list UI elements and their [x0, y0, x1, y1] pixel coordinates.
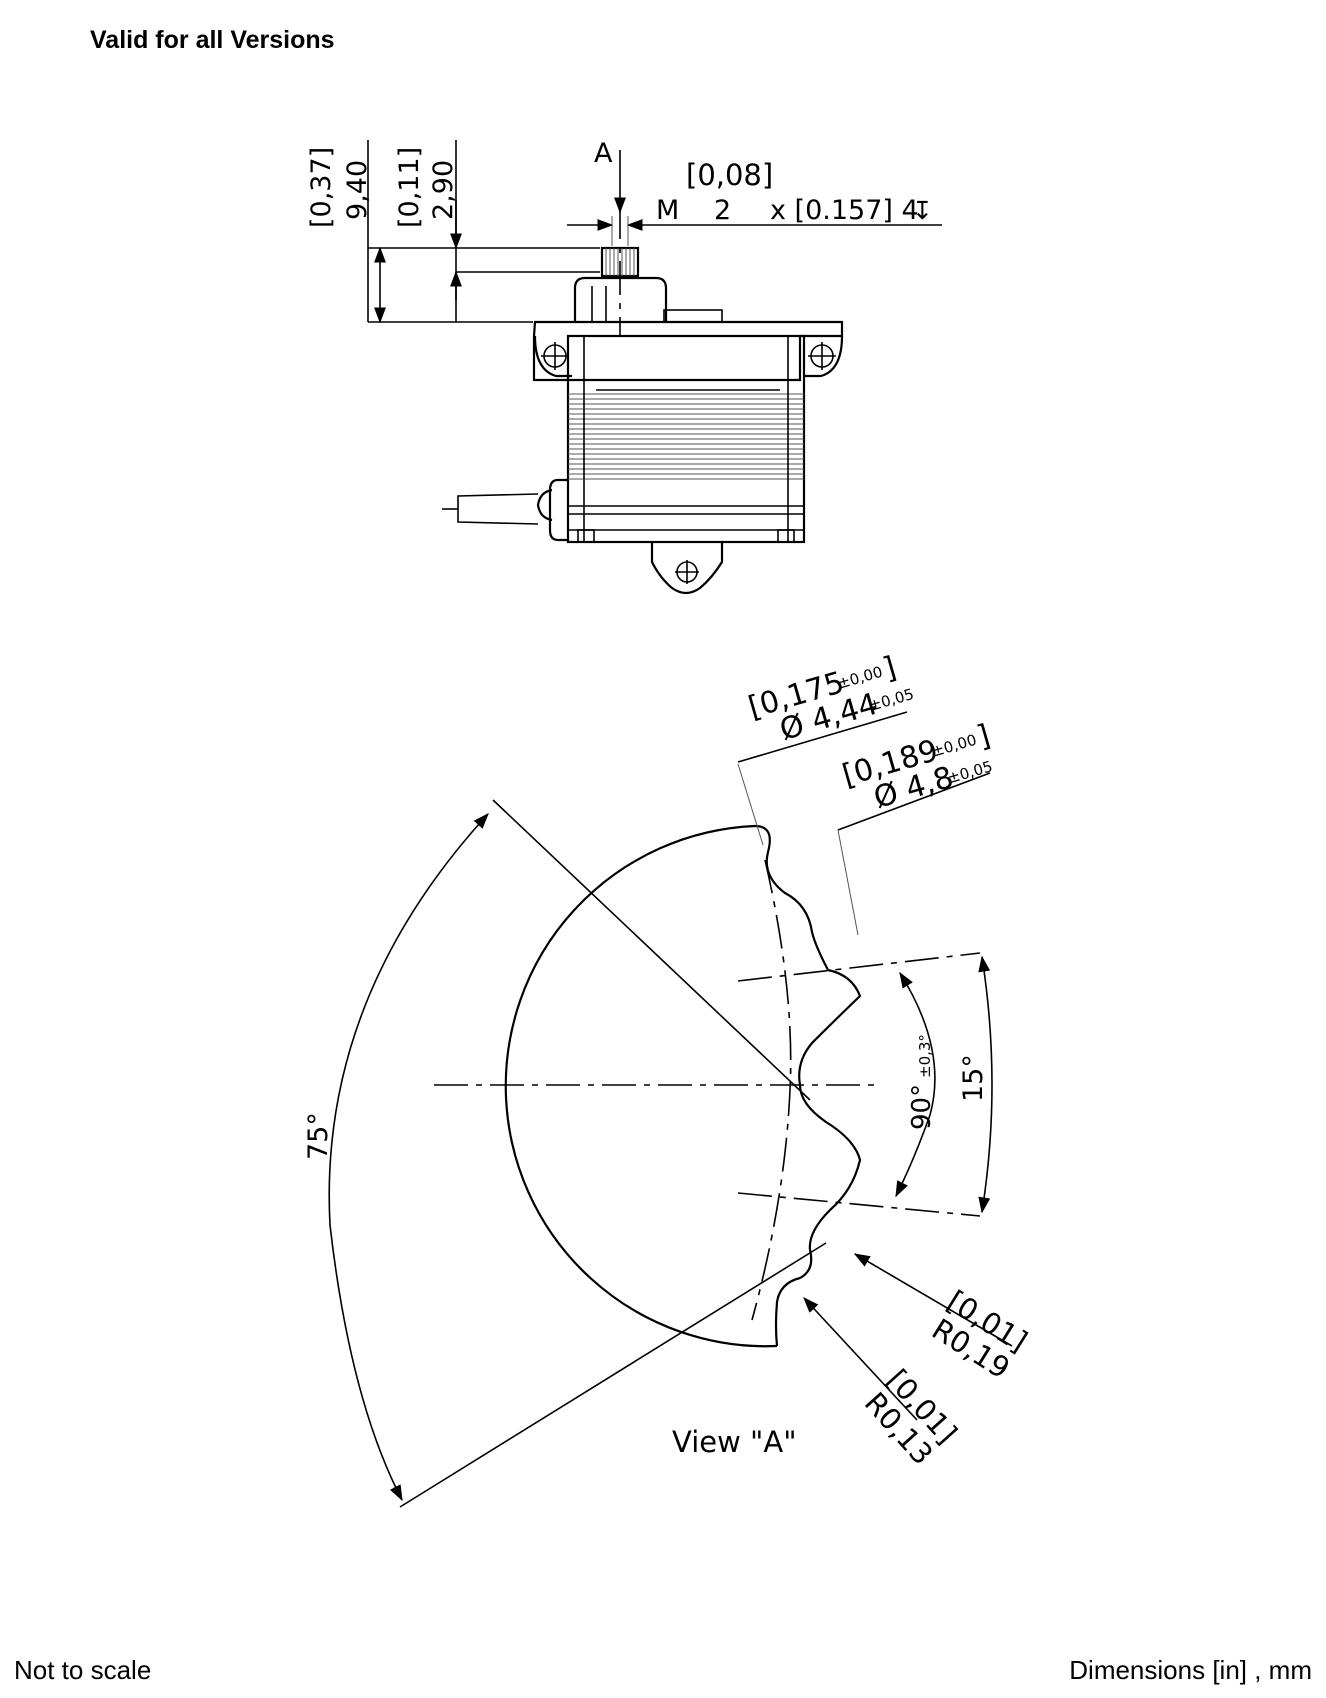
dia-inner-mm-tol: ±0,05 — [867, 685, 916, 715]
dim-height-shaft-inch: [0,11] — [394, 147, 425, 228]
angle-tooth-label: 90° — [907, 1084, 937, 1130]
view-marker-a: A — [594, 138, 613, 169]
dim-height-total-inch: [0,37] — [306, 147, 337, 228]
thread-depth: x [0.157] 4 — [770, 195, 919, 226]
dia-inner-inch-tol: ±0,00 — [835, 663, 884, 693]
svg-text:]: ] — [879, 650, 900, 687]
cooling-ribs — [568, 393, 804, 480]
bottom-lug — [650, 542, 724, 595]
units-note: Dimensions [in] , mm — [1069, 1655, 1312, 1685]
svg-text:]: ] — [973, 718, 994, 755]
mounting-plate — [532, 320, 844, 382]
angle-tooth-tolerance: ±0,3° — [916, 1034, 934, 1078]
thread-prefix: M — [656, 195, 679, 226]
cable-gland — [548, 478, 568, 542]
dim-height-total-mm: 9,40 — [342, 160, 373, 220]
dim-height-shaft-mm: 2,90 — [428, 160, 459, 220]
spline-view-a: 75° 90° ±0,3° 15° [0,175 ±0,00 ] Ø 4,44 … — [303, 650, 1033, 1508]
depth-symbol-icon: ↧ — [912, 196, 933, 225]
tooth-profile — [754, 824, 862, 1347]
scale-note: Not to scale — [14, 1655, 152, 1685]
shaft-outline-arc — [504, 824, 778, 1348]
page-title: Valid for all Versions — [90, 26, 335, 54]
angle-total-label: 75° — [303, 1112, 334, 1160]
dia-outer-inch-tol: ±0,00 — [929, 731, 978, 761]
thread-size: 2 — [714, 195, 731, 226]
angle-pitch-label: 15° — [958, 1054, 989, 1102]
thread-tolerance: [0,08] — [686, 158, 773, 192]
motor-side-view: [0,37] 9,40 [0,11] 2,90 A [0,08] M 2 x [… — [306, 138, 942, 595]
view-a-label: View "A" — [672, 1425, 797, 1459]
dia-outer-mm-tol: ±0,05 — [945, 757, 994, 787]
